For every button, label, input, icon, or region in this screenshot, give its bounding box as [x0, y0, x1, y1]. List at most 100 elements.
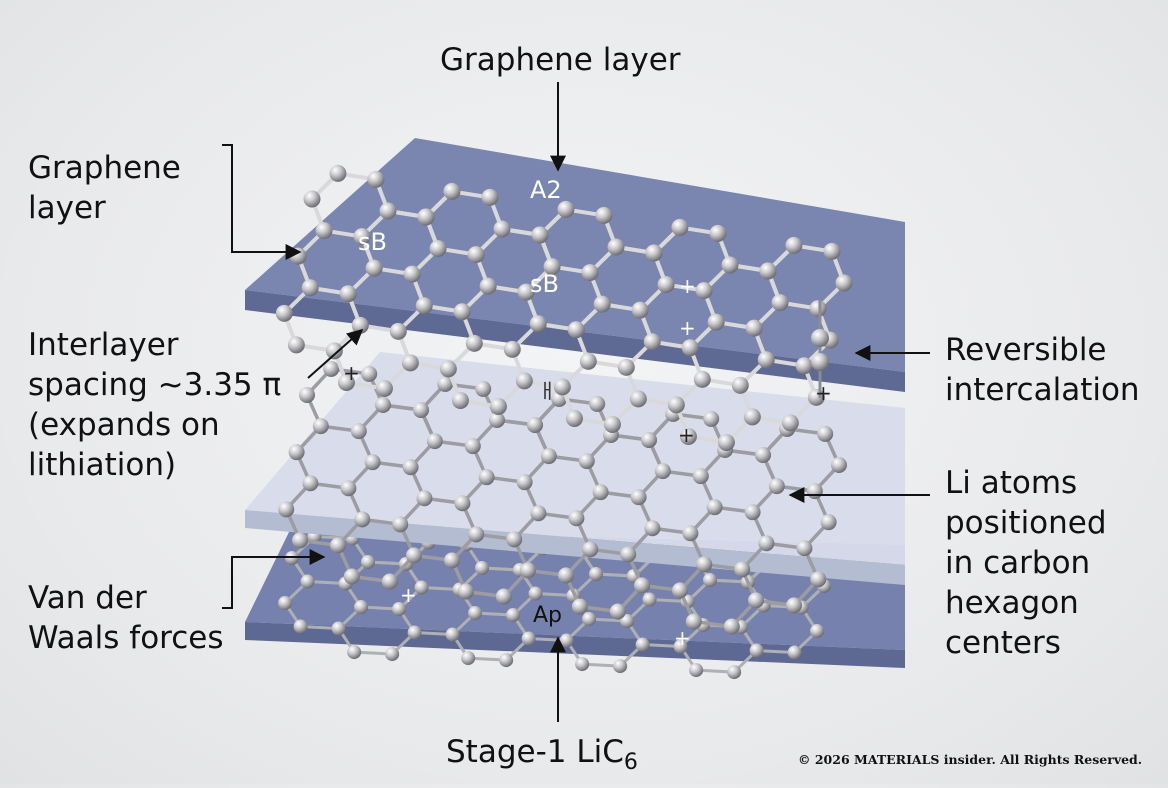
carbon-atom — [809, 300, 827, 318]
top-lattice — [275, 164, 853, 451]
carbon-atom — [475, 561, 489, 575]
carbon-atom — [329, 164, 347, 182]
carbon-atom — [287, 336, 305, 354]
carbon-atom — [578, 453, 595, 470]
plus-marker: + — [678, 423, 695, 447]
carbon-atom — [499, 653, 514, 668]
carbon-atom — [721, 256, 739, 274]
carbon-atom — [642, 592, 657, 607]
carbon-atom — [301, 279, 319, 297]
intercalating-li-column — [811, 300, 829, 398]
label-interlayer-spacing: Interlayer spacing ~3.35 π (expands on l… — [28, 327, 282, 483]
carbon-atom — [654, 463, 671, 480]
carbon-atom — [465, 334, 483, 352]
top-graphene-plate — [245, 138, 905, 451]
carbon-atom — [831, 457, 847, 473]
carbon-atom — [787, 645, 802, 660]
carbon-atom — [330, 537, 347, 554]
carbon-atom — [786, 597, 803, 614]
carbon-atom — [644, 520, 661, 537]
carbon-atom — [437, 375, 454, 392]
carbon-atom — [613, 659, 628, 674]
carbon-atom — [481, 188, 499, 206]
carbon-atom — [468, 526, 485, 543]
carbon-atom — [696, 556, 713, 573]
carbon-atom — [582, 541, 599, 558]
carbon-atom — [375, 379, 393, 397]
carbon-atom — [757, 351, 775, 369]
carbon-atom — [415, 297, 433, 315]
plus-marker: + — [679, 274, 696, 298]
carbon-atom — [667, 396, 685, 414]
plus-marker: + — [400, 583, 417, 607]
carbon-atom — [439, 360, 457, 378]
carbon-atom — [406, 547, 423, 564]
carbon-atom — [350, 423, 367, 440]
carbon-atom — [743, 408, 761, 426]
carbon-atom — [529, 315, 547, 333]
site-label-ap: Ap — [533, 603, 562, 628]
carbon-atom — [475, 380, 492, 397]
carbon-atom — [302, 475, 319, 492]
carbon-atom — [443, 182, 461, 200]
carbon-atom — [402, 459, 419, 476]
carbon-atom — [706, 499, 723, 516]
carbon-atom — [758, 535, 775, 552]
site-label-sb-center: sB — [530, 270, 559, 298]
carbon-atom — [531, 226, 549, 244]
carbon-atom — [607, 238, 625, 256]
carbon-atom — [731, 376, 749, 394]
label-stage-1: Stage-1 LiC6 — [446, 732, 638, 783]
carbon-atom — [595, 206, 613, 224]
carbon-atom — [749, 643, 764, 658]
carbon-atom — [444, 552, 461, 569]
carbon-atom — [315, 222, 333, 240]
carbon-atom — [734, 561, 751, 578]
carbon-atom — [478, 469, 495, 486]
carbon-atom — [445, 627, 460, 642]
carbon-atom — [630, 489, 647, 506]
carbon-atom — [303, 190, 321, 208]
carbon-atom — [343, 568, 360, 585]
carbon-atom — [672, 582, 689, 599]
carbon-atom — [520, 562, 537, 579]
carbon-atom — [631, 301, 649, 319]
carbon-atom — [516, 474, 533, 491]
carbon-atom — [571, 598, 588, 615]
carbon-atom — [629, 390, 647, 408]
carbon-atom — [489, 412, 505, 428]
label-van-der-waals: Van der Waals forces — [28, 580, 224, 656]
carbon-atom — [361, 555, 375, 569]
carbon-atom — [609, 603, 626, 620]
carbon-atom — [299, 387, 315, 403]
carbon-atom — [559, 633, 574, 648]
carbon-atom — [693, 370, 711, 388]
carbon-atom — [703, 573, 717, 587]
carbon-atom — [796, 540, 813, 557]
carbon-atom — [589, 567, 603, 581]
carbon-atom — [312, 418, 329, 435]
carbon-atom — [679, 427, 697, 445]
carbon-atom — [426, 433, 443, 450]
carbon-atom — [489, 397, 507, 415]
carbon-atom — [275, 304, 293, 322]
carbon-atom — [325, 342, 343, 360]
carbon-atom — [401, 354, 419, 372]
carbon-atom — [579, 352, 597, 370]
label-li-atoms: Li atoms positioned in carbon hexagon ce… — [945, 465, 1107, 661]
carbon-atom — [451, 391, 469, 409]
label-stage-prefix: Stage-1 LiC — [446, 734, 624, 770]
carbon-atom — [506, 531, 523, 548]
carbon-atom — [468, 606, 483, 621]
plus-marker: + — [815, 381, 832, 405]
carbon-atom — [673, 639, 688, 654]
carbon-atom — [823, 242, 841, 260]
carbon-atom — [278, 501, 295, 518]
carbon-atom — [635, 637, 650, 652]
carbon-atom — [467, 246, 485, 264]
carbon-atom — [771, 294, 789, 312]
carbon-atom — [685, 613, 702, 630]
carbon-atom — [692, 468, 709, 485]
carbon-atom — [414, 580, 429, 595]
carbon-atom — [671, 218, 689, 236]
